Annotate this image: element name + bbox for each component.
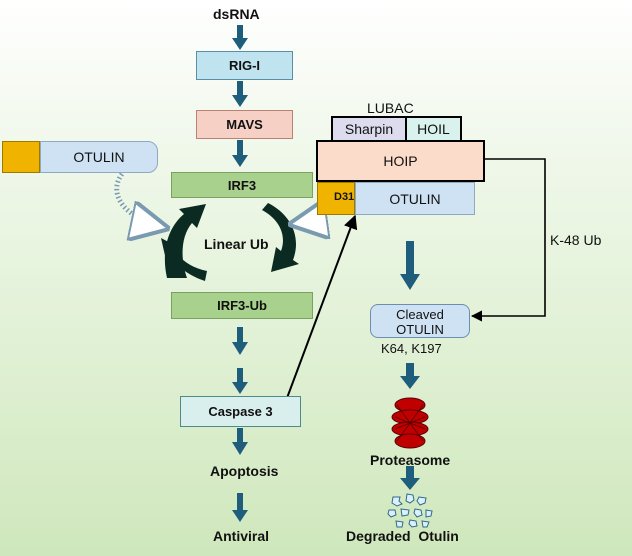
hoil-node: HOIL — [405, 116, 462, 142]
sharpin-node: Sharpin — [331, 116, 407, 142]
arrow-cleaved-proteasome — [400, 363, 420, 389]
linear-ub-label: Linear Ub — [204, 236, 269, 252]
degraded-fragments-icon — [387, 493, 433, 528]
arrow-irf3ub-down-1 — [232, 327, 248, 355]
cycle-arrow-right — [262, 203, 299, 272]
irf3-node: IRF3 — [171, 172, 313, 198]
free-otulin-d31-block — [2, 141, 40, 173]
linear-ub-cycle-arrows — [161, 203, 299, 281]
dsrna-label: dsRNA — [213, 6, 260, 22]
caspase-3-node: Caspase 3 — [180, 396, 301, 427]
proteasome-label: Proteasome — [370, 452, 451, 468]
otulin-to-cycle-dotted-arrow — [114, 172, 166, 228]
cleaved-otulin-line2: OTULIN — [396, 322, 444, 337]
sites-label: K64, K197 — [381, 341, 442, 356]
antiviral-label: Antiviral — [213, 528, 270, 544]
lubac-label: LUBAC — [367, 100, 414, 116]
d31-label: D31 — [334, 191, 355, 203]
arrow-dsrna-rigi — [232, 25, 248, 50]
complex-otulin-box: OTULIN — [355, 182, 475, 215]
hoip-node: HOIP — [316, 140, 485, 182]
arrow-mavs-irf3 — [232, 140, 248, 167]
arrow-irf3ub-down-2 — [232, 368, 248, 394]
arrow-otulin-cleaved — [400, 241, 420, 290]
k48-ub-label: K-48 Ub — [550, 232, 602, 248]
arrow-rigi-mavs — [232, 81, 248, 107]
cleaved-otulin-line1: Cleaved — [396, 307, 444, 322]
degraded-otulin-label: Degraded Otulin — [346, 528, 459, 544]
rig-i-node: RIG-I — [196, 51, 293, 80]
irf3-ub-node: IRF3-Ub — [171, 292, 313, 319]
free-otulin-box: OTULIN — [40, 141, 158, 173]
mavs-node: MAVS — [196, 110, 293, 139]
otulin-d31-block — [317, 182, 355, 215]
free-otulin: OTULIN — [2, 141, 158, 173]
apoptosis-label: Apoptosis — [210, 463, 279, 479]
pathway-arrows — [232, 25, 420, 522]
cleaved-otulin-node: Cleaved OTULIN — [370, 304, 470, 338]
arrow-apoptosis-antiviral — [232, 493, 248, 522]
k48-ub-connector — [470, 158, 546, 322]
arrow-proteasome-degraded — [400, 466, 420, 490]
proteasome-icon — [391, 397, 429, 449]
arrow-caspase-apoptosis — [232, 428, 248, 455]
caspase-to-d31-arrow — [286, 214, 358, 399]
cycle-arrow-bottom-left — [161, 238, 207, 281]
